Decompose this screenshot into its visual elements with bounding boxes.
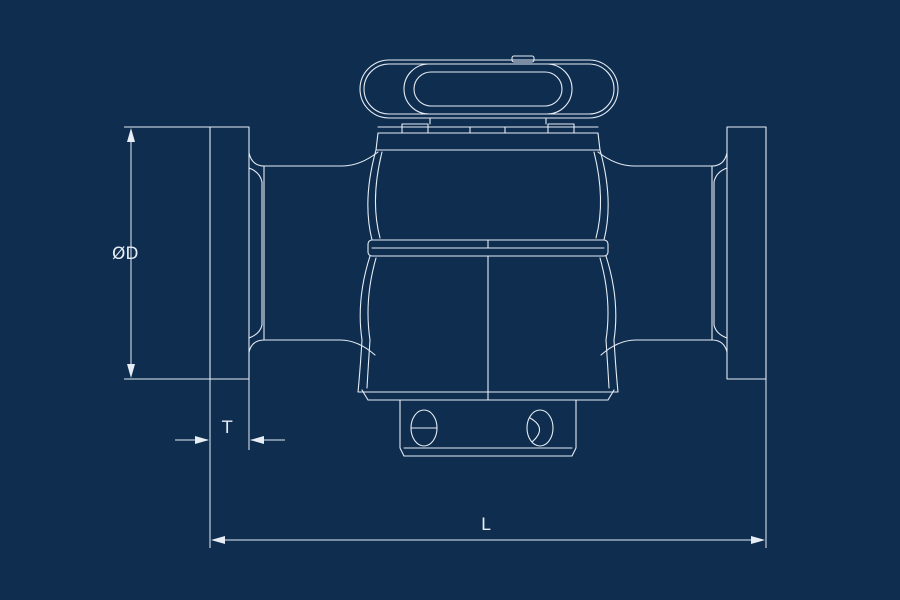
bottom-cap [399,399,577,457]
central-barrel [357,123,619,401]
diameter-dimension: ØD [112,126,210,380]
valve-body [209,55,767,457]
thickness-dimension: T [175,379,285,548]
left-pipe [248,151,379,356]
right-flange [726,126,767,380]
handwheel [359,55,619,125]
left-flange [209,126,250,380]
length-label: L [481,515,491,535]
right-pipe [597,151,728,356]
thickness-label: T [221,418,233,438]
length-dimension: L [211,379,767,548]
diameter-label: ØD [112,244,138,264]
